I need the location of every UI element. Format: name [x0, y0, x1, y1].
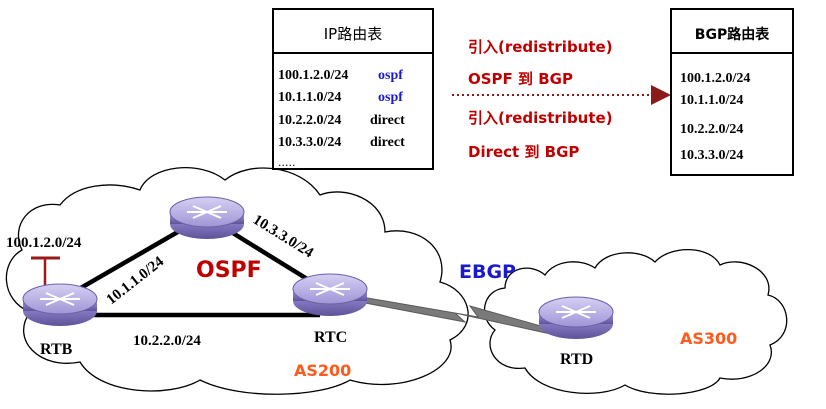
- as200-label: AS200: [294, 361, 351, 380]
- redistribute-label-4: Direct 到 BGP: [468, 143, 579, 161]
- bgp-route-prefix: 10.2.2.0/24: [680, 122, 743, 137]
- as300-cloud: [483, 248, 788, 395]
- router-rtc: [292, 273, 368, 316]
- link-label-rtb-rtc: 10.2.2.0/24: [133, 333, 201, 349]
- router-rtd: [538, 296, 614, 339]
- redistribute-label-3: 引入(redistribute): [468, 109, 613, 127]
- ip-route-proto: direct: [370, 135, 405, 150]
- router-rtb: [22, 283, 98, 326]
- bgp-route-table-box: [670, 8, 794, 176]
- ip-route-prefix: 10.2.2.0/24: [278, 113, 341, 128]
- bgp-route-prefix: 10.3.3.0/24: [680, 148, 743, 163]
- ospf-label: OSPF: [196, 258, 262, 283]
- bgp-route-prefix: 100.1.2.0/24: [680, 71, 750, 86]
- as200-cloud: [5, 167, 469, 395]
- ip-route-prefix: 10.3.3.0/24: [278, 135, 341, 150]
- ip-route-proto: direct: [370, 113, 405, 128]
- ip-route-table-title: IP路由表: [324, 25, 382, 43]
- ip-route-prefix: 10.1.1.0/24: [278, 90, 341, 105]
- redistribute-label-2: OSPF 到 BGP: [468, 70, 573, 88]
- ip-route-proto: ospf: [378, 90, 403, 105]
- router-label-rtc: RTC: [314, 329, 347, 346]
- ebgp-label: EBGP: [459, 261, 516, 283]
- ip-route-ellipsis: .....: [278, 156, 295, 169]
- router-top: [169, 196, 245, 239]
- redistribute-label-1: 引入(redistribute): [468, 38, 613, 56]
- router-label-rtd: RTD: [560, 351, 593, 368]
- ip-route-prefix: 100.1.2.0/24: [278, 68, 348, 83]
- link-label-stub: 100.1.2.0/24: [6, 235, 82, 251]
- as300-label: AS300: [680, 329, 737, 348]
- ip-route-proto: ospf: [378, 68, 403, 83]
- router-label-rtb: RTB: [40, 341, 73, 358]
- bgp-route-table-title: BGP路由表: [695, 26, 770, 43]
- bgp-route-prefix: 10.1.1.0/24: [680, 93, 743, 108]
- ip-route-table-box: [272, 8, 434, 170]
